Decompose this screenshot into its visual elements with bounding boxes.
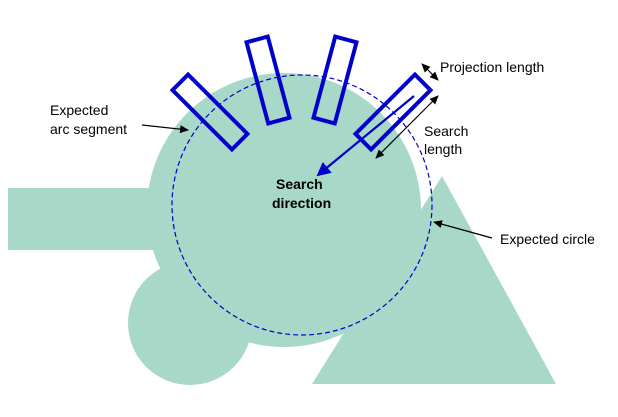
search-length-label-line2: length [424,141,462,157]
triangle-shape [312,176,556,384]
main-circle-shape [147,73,421,347]
expected-circle-pointer [433,220,493,239]
search-rectangle-1 [169,71,251,153]
expected-arc-label-line2: arc segment [50,121,127,137]
projection-length-label: Projection length [440,59,544,75]
search-length-label-line1: Search [424,123,468,139]
search-rectangle-3 [311,34,359,126]
projection-length-arrow [421,63,439,81]
expected-circle [171,74,433,336]
expected-circle-label: Expected circle [500,231,595,247]
search-rectangle-2 [244,34,292,126]
part-silhouette [8,73,556,385]
search-direction-label-line1: Search [276,176,323,192]
expected-arc-pointer [141,124,189,134]
expected-arc-label-line1: Expected [50,102,108,118]
search-direction-label-line2: direction [272,195,331,211]
search-length-arrow [375,95,439,159]
